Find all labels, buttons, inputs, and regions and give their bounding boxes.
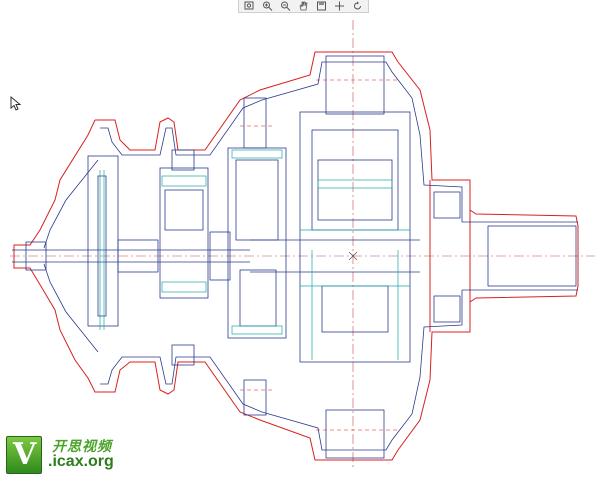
zoom-out-button[interactable] xyxy=(277,0,294,12)
rotate-button[interactable] xyxy=(349,0,366,12)
move-button[interactable] xyxy=(331,0,348,12)
zoom-in-button[interactable] xyxy=(259,0,276,12)
hidden-lines xyxy=(240,79,398,431)
move-arrows-icon xyxy=(335,1,344,11)
watermark-badge: V xyxy=(6,436,42,474)
housing-outline xyxy=(13,51,579,461)
housing-inner xyxy=(12,61,578,451)
pan-button[interactable] xyxy=(295,0,312,12)
centerlines xyxy=(10,20,595,470)
watermark-chinese-text: 开思视频 xyxy=(52,439,112,455)
save-view-button[interactable] xyxy=(313,0,330,12)
zoom-out-icon xyxy=(281,1,291,11)
zoom-in-icon xyxy=(263,1,273,11)
zoom-window-icon xyxy=(244,1,254,10)
rotate-icon xyxy=(354,1,361,10)
watermark-badge-letter: V xyxy=(13,437,37,472)
watermark-site-text: .icax.org xyxy=(48,453,114,470)
watermark-logo: V 开思视频 .icax.org xyxy=(6,436,122,476)
hatch-lines xyxy=(99,149,410,360)
save-view-icon xyxy=(317,1,326,11)
gear-parts xyxy=(25,55,461,459)
view-toolbar xyxy=(238,0,369,13)
zoom-window-button[interactable] xyxy=(241,0,258,12)
mouse-pointer-icon xyxy=(10,96,22,111)
origin-marker xyxy=(348,251,358,261)
pan-hand-icon xyxy=(299,1,308,11)
